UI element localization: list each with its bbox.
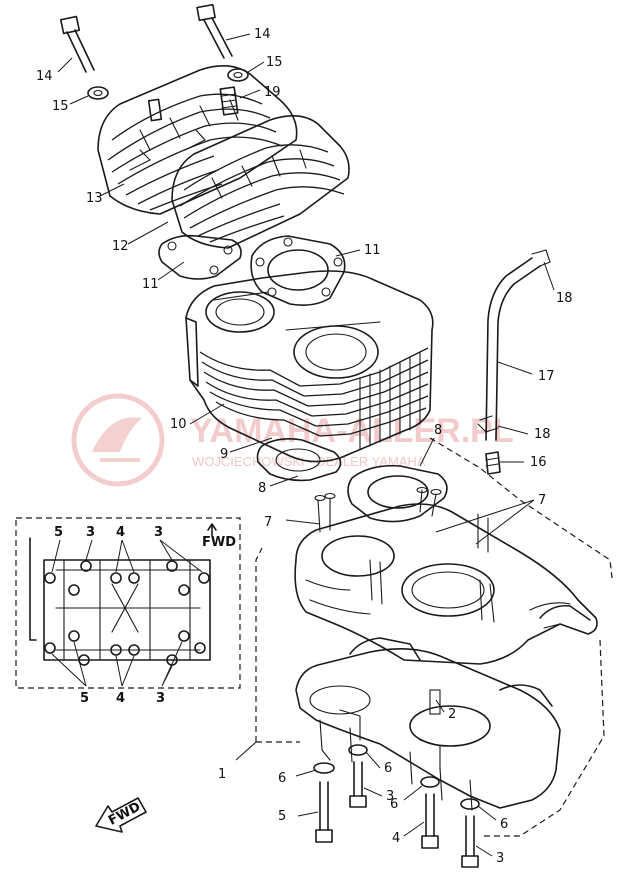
inset-fwd-label: FWD xyxy=(202,535,236,550)
callout-6-mid: 6 xyxy=(384,761,392,776)
callout-11-left: 11 xyxy=(142,277,159,292)
callout-3-right: 3 xyxy=(496,851,504,866)
base-gaskets xyxy=(256,438,448,523)
callout-18-mid: 18 xyxy=(534,427,551,442)
inset-bolt-holes xyxy=(44,560,210,666)
callout-7-right: 7 xyxy=(538,493,546,508)
watermark-brand: YAMAHA-ALLER.PL xyxy=(190,412,514,450)
callout-7-left: 7 xyxy=(264,515,272,530)
inset-bolt-pattern: FWD 5 3 4 3 5 xyxy=(15,517,241,706)
inset-top-5: 5 xyxy=(54,525,63,540)
callout-13: 13 xyxy=(86,191,103,206)
head-bolt-left xyxy=(59,15,109,100)
inset-top-3a: 3 xyxy=(86,525,95,540)
callout-5: 5 xyxy=(278,809,286,824)
case-bolt-3-right xyxy=(460,798,480,868)
callout-18-top: 18 xyxy=(556,291,573,306)
inset-top-4: 4 xyxy=(116,525,125,540)
head-bolt-right xyxy=(196,3,249,82)
callout-17: 17 xyxy=(538,369,555,384)
callout-12: 12 xyxy=(112,239,129,254)
inset-bottom-5: 5 xyxy=(80,691,89,706)
inset-top-3b: 3 xyxy=(154,525,163,540)
callout-6-right: 6 xyxy=(390,797,398,812)
callout-4: 4 xyxy=(392,831,400,846)
callout-8-left: 8 xyxy=(258,481,266,496)
cylinder-block xyxy=(185,270,434,463)
callout-15-right: 15 xyxy=(266,55,283,70)
callout-14-left: 14 xyxy=(36,69,53,84)
cylinder-head-front xyxy=(171,115,350,249)
case-bolt-4 xyxy=(420,776,440,849)
fwd-arrow-icon: FWD xyxy=(95,797,147,833)
spark-plug xyxy=(147,86,239,122)
callout-3-left: 3 xyxy=(386,789,394,804)
callout-11-right: 11 xyxy=(364,243,381,258)
callout-6-far: 6 xyxy=(500,817,508,832)
oil-delivery-hose xyxy=(477,249,551,475)
crankcase-upper xyxy=(294,486,598,665)
callout-16: 16 xyxy=(530,455,547,470)
crankcase-lower xyxy=(295,637,561,811)
case-bolt-5 xyxy=(313,762,335,843)
callout-19: 19 xyxy=(264,85,281,100)
inset-bottom-4: 4 xyxy=(116,691,125,706)
head-gaskets xyxy=(158,234,346,306)
callout-9: 9 xyxy=(220,447,228,462)
callout-1: 1 xyxy=(218,767,226,782)
callout-2: 2 xyxy=(448,707,456,722)
case-bolt-3-left xyxy=(348,744,368,808)
callout-6-left: 6 xyxy=(278,771,286,786)
callout-15-left: 15 xyxy=(52,99,69,114)
inset-bottom-3: 3 xyxy=(156,691,165,706)
callout-10: 10 xyxy=(170,417,187,432)
crankcase-group-outline xyxy=(255,437,613,837)
callout-numbers: 14 15 14 15 19 13 12 11 11 10 9 8 8 7 7 … xyxy=(36,27,573,866)
callout-14-right: 14 xyxy=(254,27,271,42)
callout-8-right: 8 xyxy=(434,423,442,438)
leader-lines xyxy=(57,33,555,857)
